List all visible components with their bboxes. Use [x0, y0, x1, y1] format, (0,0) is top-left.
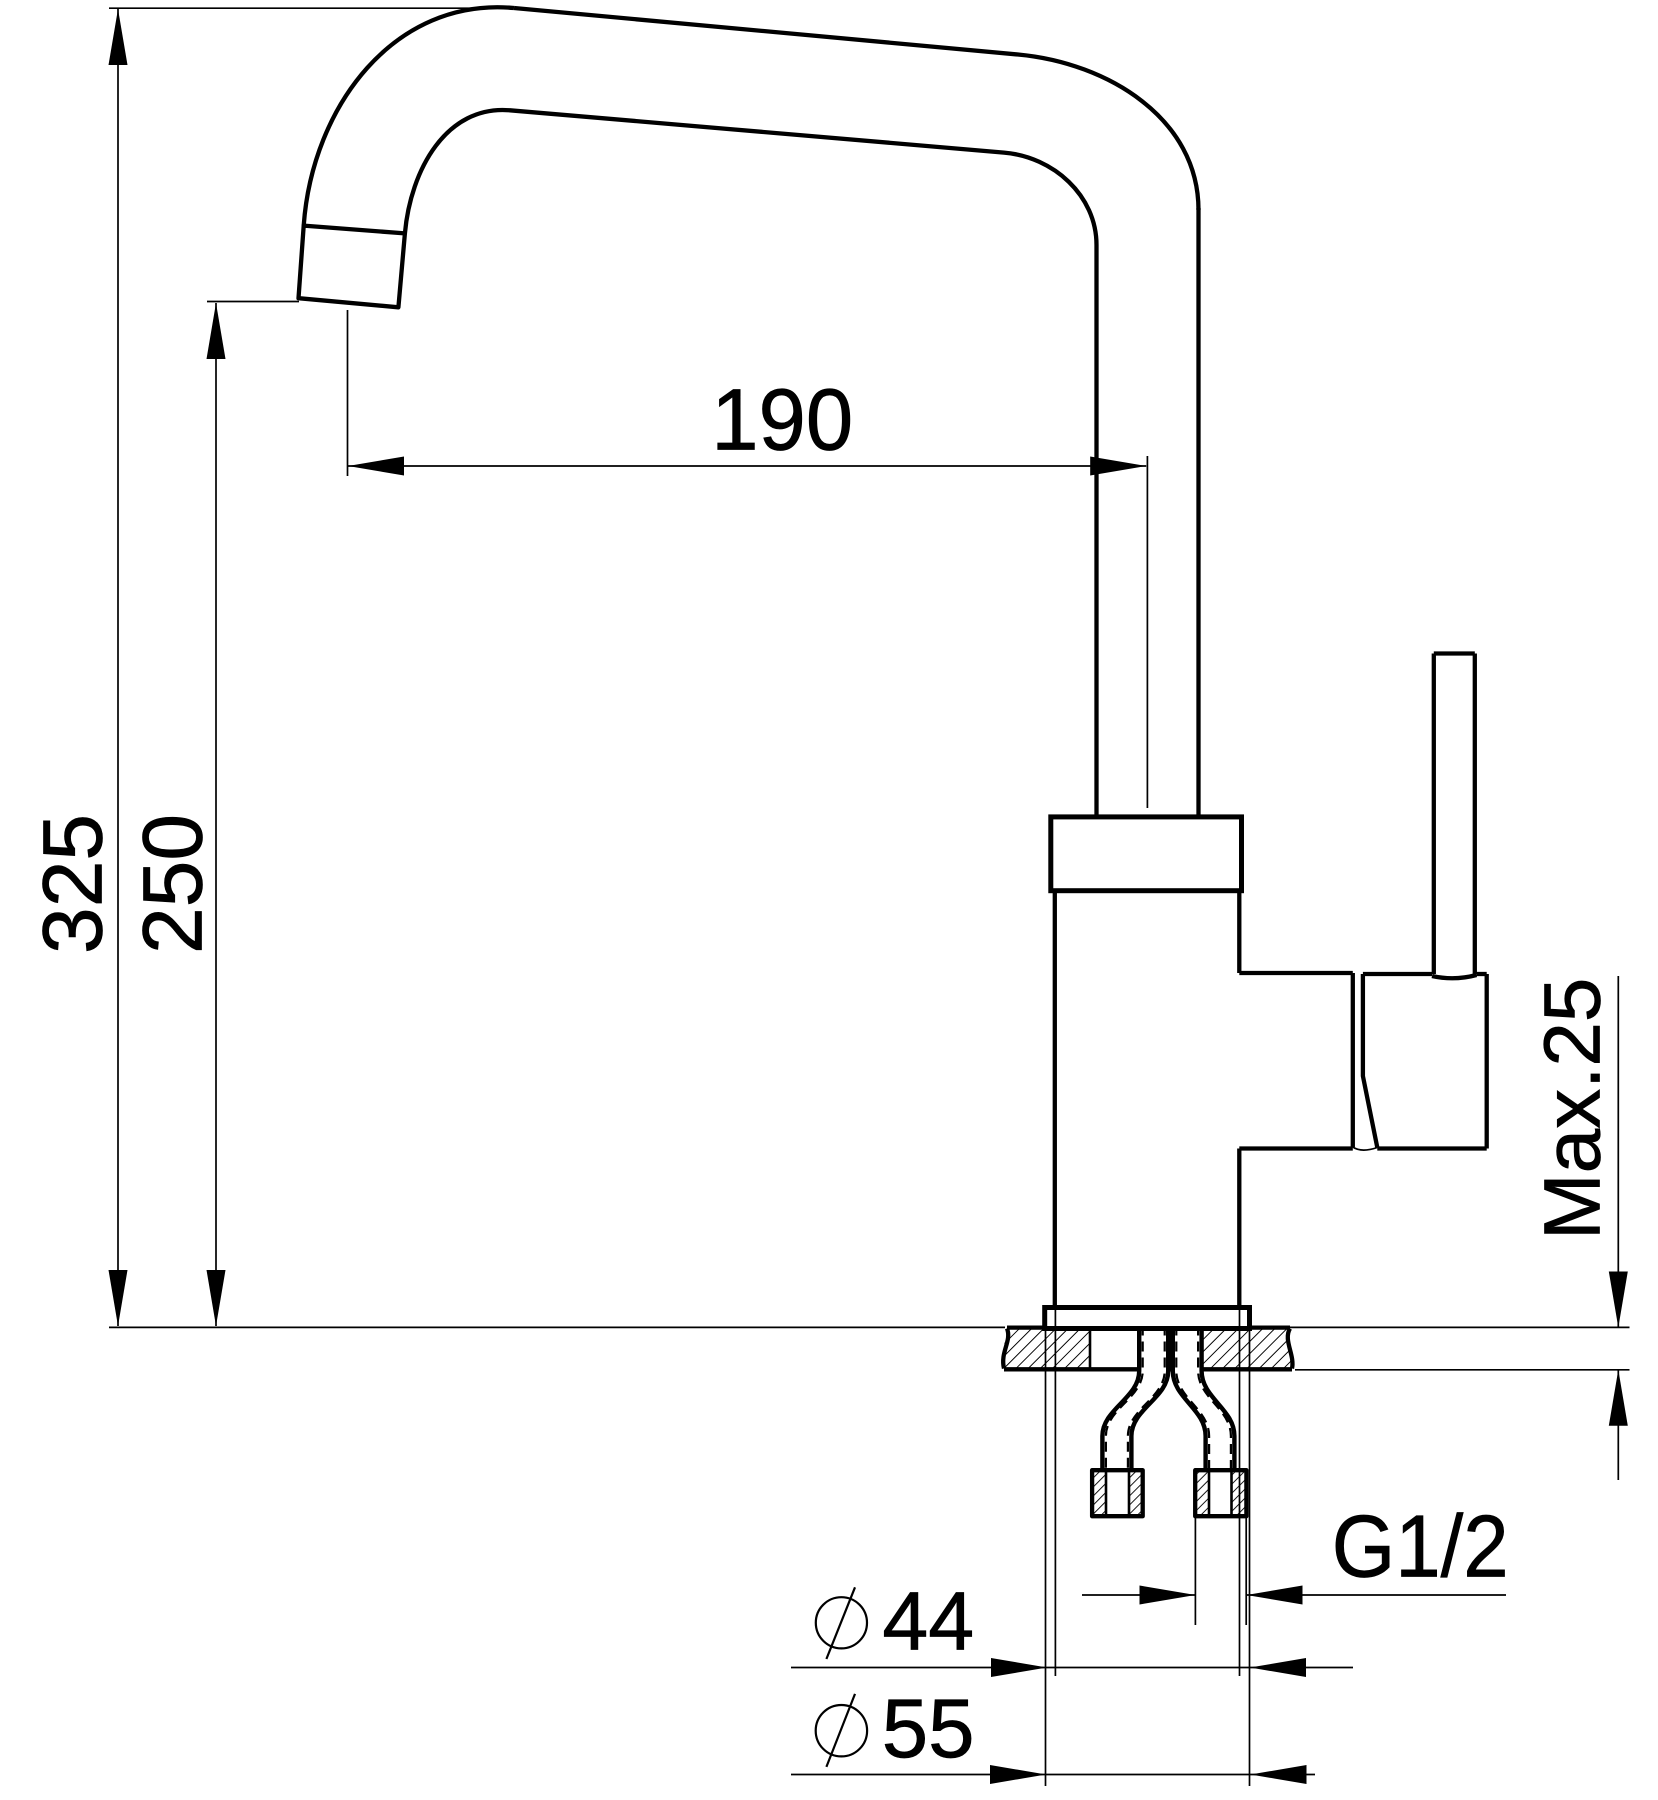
- svg-text:G1/2: G1/2: [1332, 1497, 1509, 1596]
- svg-text:44: 44: [882, 1576, 974, 1668]
- svg-text:190: 190: [711, 371, 853, 468]
- svg-text:Max.25: Max.25: [1528, 978, 1617, 1240]
- svg-text:55: 55: [882, 1681, 975, 1775]
- svg-text:250: 250: [126, 814, 220, 954]
- svg-text:325: 325: [26, 814, 120, 954]
